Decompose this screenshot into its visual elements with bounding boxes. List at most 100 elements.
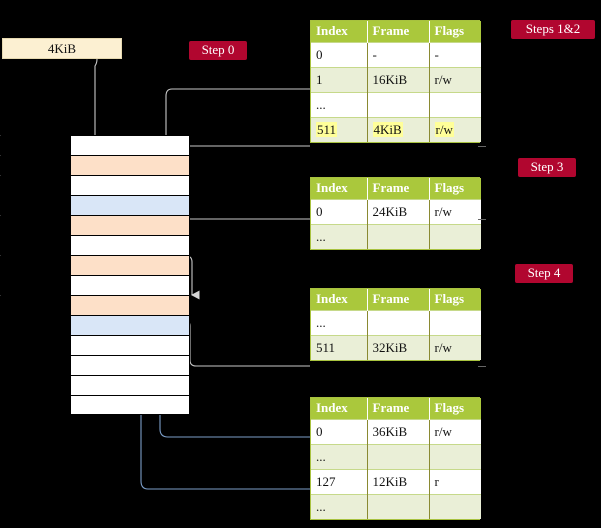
column-header-frame: Frame — [367, 289, 430, 310]
column-header-index: Index — [311, 21, 368, 42]
table-row: ... — [311, 443, 481, 469]
step-badge-steps-1and2: Steps 1&2 — [511, 20, 595, 39]
table-cell: r/w — [429, 198, 481, 224]
step-badge-label: Step 3 — [530, 159, 564, 175]
memory-frame-row — [70, 215, 190, 235]
table-cell — [429, 493, 481, 519]
table-cell: 12KiB — [367, 468, 430, 494]
memory-boundary-tick — [0, 175, 1, 176]
column-header-frame: Frame — [367, 398, 430, 419]
table-cell — [429, 443, 481, 469]
memory-frame-row — [70, 375, 190, 395]
memory-frame-row — [70, 295, 190, 315]
table-cell: r — [429, 468, 481, 494]
table-row: ... — [311, 91, 481, 117]
highlighted-value: 4KiB — [372, 121, 403, 137]
table-cell: 16KiB — [367, 66, 430, 92]
table-cell — [429, 223, 481, 249]
table-cell: r/w — [429, 418, 481, 444]
step-badge-step-4: Step 4 — [515, 264, 573, 283]
column-header-index: Index — [311, 398, 368, 419]
table-cell: ... — [311, 309, 368, 335]
table-cell: ... — [311, 223, 368, 249]
table-cell: ... — [311, 91, 368, 117]
highlighted-value: 511 — [316, 121, 338, 137]
table-cell: 36KiB — [367, 418, 430, 444]
memory-boundary-tick — [0, 135, 1, 136]
column-header-frame: Frame — [367, 21, 430, 42]
column-header-frame: Frame — [367, 178, 430, 199]
table-stub-tick — [478, 219, 486, 220]
table-cell: ... — [311, 493, 368, 519]
table-row: ... — [311, 309, 481, 335]
table-cell: r/w — [429, 66, 481, 92]
memory-frame-row — [70, 195, 190, 215]
column-header-flags: Flags — [429, 21, 481, 42]
memory-frame-row — [70, 175, 190, 195]
step-badge-label: Step 4 — [527, 265, 561, 281]
memory-boundary-tick — [0, 255, 1, 256]
table-stub-tick — [478, 146, 486, 147]
highlighted-value: r/w — [434, 121, 454, 137]
table-cell: 32KiB — [367, 334, 430, 360]
column-header-index: Index — [311, 178, 368, 199]
table-cell: 0 — [311, 418, 368, 444]
memory-boundary-tick — [0, 215, 1, 216]
memory-frame-row — [70, 155, 190, 175]
memory-frame-row — [70, 135, 190, 155]
table-cell — [367, 309, 430, 335]
memory-frame-row — [70, 355, 190, 375]
step-badge-label: Step 0 — [201, 42, 235, 58]
table-cell — [429, 309, 481, 335]
column-header-flags: Flags — [429, 398, 481, 419]
table-row: 0-- — [311, 41, 481, 67]
table-cell: r/w — [429, 116, 481, 142]
column-header-index: Index — [311, 289, 368, 310]
memory-frame-row — [70, 235, 190, 255]
table-cell — [429, 91, 481, 117]
table-cell: 4KiB — [367, 116, 430, 142]
table-cell: 0 — [311, 41, 368, 67]
memory-frame-row — [70, 255, 190, 275]
page-size-label: 4KiB — [2, 38, 122, 59]
memory-frame-row — [70, 275, 190, 295]
table-cell — [367, 443, 430, 469]
table-cell: 127 — [311, 468, 368, 494]
step-badge-step-3: Step 3 — [518, 158, 576, 177]
table-cell: r/w — [429, 334, 481, 360]
physical-memory-column — [70, 135, 190, 415]
table-row: ... — [311, 223, 481, 249]
table-cell: - — [367, 41, 430, 67]
table-cell: - — [429, 41, 481, 67]
table-cell — [367, 493, 430, 519]
column-header-flags: Flags — [429, 289, 481, 310]
column-header-flags: Flags — [429, 178, 481, 199]
memory-frame-row — [70, 315, 190, 335]
table-stub-tick — [478, 366, 486, 367]
table-cell: 511 — [311, 116, 368, 142]
table-row: ... — [311, 493, 481, 519]
table-row: 511 4KiB r/w — [311, 116, 481, 142]
memory-boundary-tick — [0, 155, 1, 156]
table-cell: 511 — [311, 334, 368, 360]
table-cell: 0 — [311, 198, 368, 224]
table-cell — [367, 223, 430, 249]
step-badge-label: Steps 1&2 — [525, 21, 581, 37]
table-cell: ... — [311, 443, 368, 469]
table-cell — [367, 91, 430, 117]
step-badge-step-0: Step 0 — [189, 41, 247, 60]
memory-boundary-tick — [0, 295, 1, 296]
table-cell: 24KiB — [367, 198, 430, 224]
memory-frame-row — [70, 395, 190, 415]
table-cell: 1 — [311, 66, 368, 92]
